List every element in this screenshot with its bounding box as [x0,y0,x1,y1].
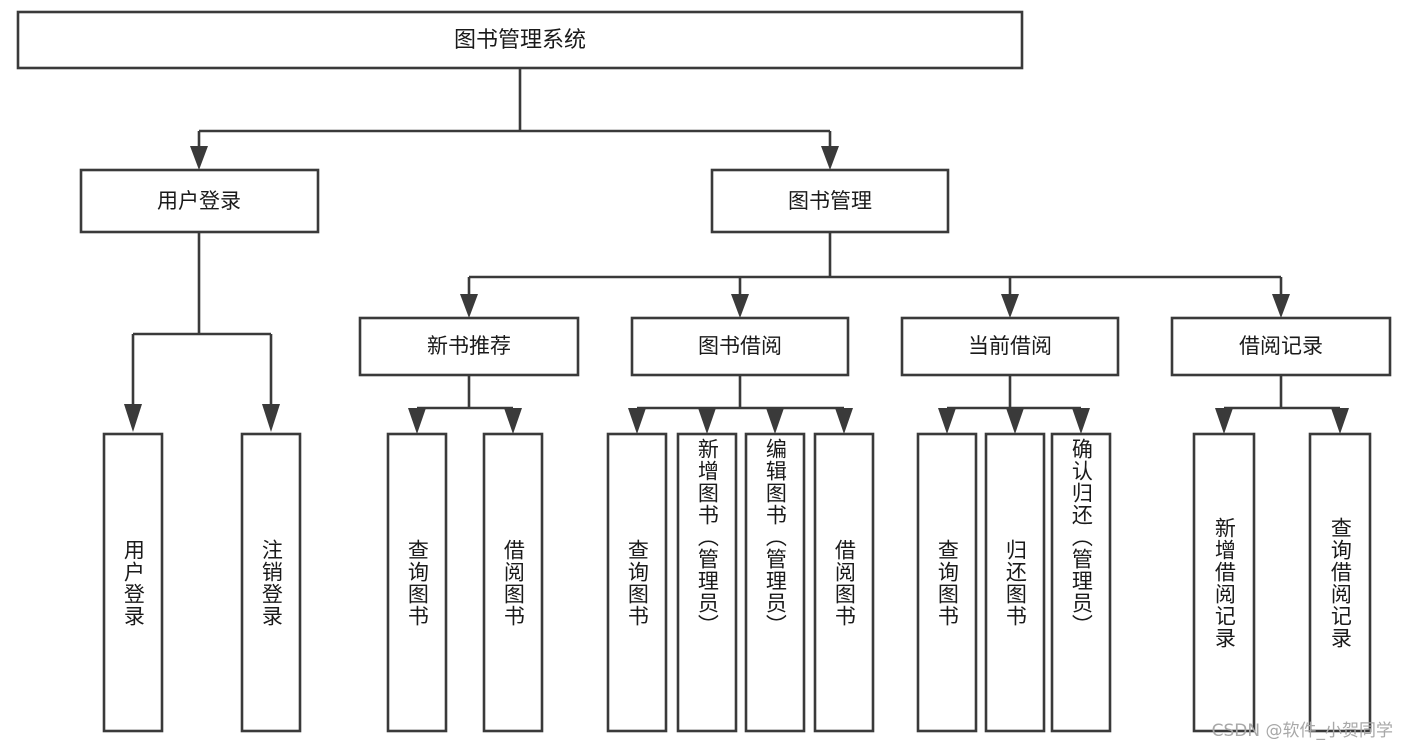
connector-group-root [190,68,839,170]
node-book-management[interactable]: 图书管理 [710,168,950,234]
leaf-box-query-book-current[interactable] [916,432,978,733]
leaf-box-edit-book-admin[interactable] [744,432,806,733]
node-borrow-record[interactable]: 借阅记录 [1170,316,1392,377]
connector-group-book-borrow [628,375,853,434]
node-new-book-recommend[interactable]: 新书推荐 [358,316,580,377]
arrow-head-icon [504,408,522,434]
node-new-book-recommend-box[interactable] [358,316,580,377]
connector-group-borrow-record [1215,375,1349,434]
leaf-box-add-borrow-record[interactable] [1192,432,1256,733]
arrow-head-icon [1215,408,1233,434]
node-user-login-label: 用户登录 [157,189,241,213]
node-book-borrow-label: 图书借阅 [698,334,782,358]
arrow-head-icon [731,294,749,318]
arrow-head-icon [124,404,142,432]
leaf-box-return-book[interactable] [984,432,1046,733]
leaf-box-confirm-return-admin[interactable] [1050,432,1112,733]
leaf-box-user-login[interactable] [102,432,164,733]
node-user-login[interactable]: 用户登录 [79,168,320,234]
leaf-box-group [102,432,1372,733]
node-current-borrow-label: 当前借阅 [968,334,1052,358]
connector-group-new-book-recommend [408,375,522,434]
node-root-box[interactable] [16,10,1024,70]
node-book-borrow-box[interactable] [630,316,850,377]
node-new-book-recommend-label: 新书推荐 [427,334,511,358]
arrow-head-icon [408,408,426,434]
node-current-borrow[interactable]: 当前借阅 [900,316,1120,377]
arrow-head-icon [835,408,853,434]
arrow-head-icon [1001,294,1019,318]
arrow-head-icon [698,408,716,434]
leaf-box-query-book-recommend[interactable] [386,432,448,733]
arrow-head-icon [460,294,478,318]
connector-group-book-management [460,232,1290,318]
arrow-head-icon [1331,408,1349,434]
leaf-box-query-book-borrow[interactable] [606,432,668,733]
arrow-head-icon [628,408,646,434]
node-borrow-record-box[interactable] [1170,316,1392,377]
node-borrow-record-label: 借阅记录 [1239,334,1323,358]
leaf-box-add-book-admin[interactable] [676,432,738,733]
node-root-label: 图书管理系统 [454,28,586,53]
node-current-borrow-box[interactable] [900,316,1120,377]
connector-group-current-borrow [938,375,1090,434]
node-user-login-box[interactable] [79,168,320,234]
node-book-management-label: 图书管理 [788,189,872,213]
node-book-management-box[interactable] [710,168,950,234]
arrow-head-icon [821,146,839,170]
connector-group-user-login [124,232,280,432]
arrow-head-icon [262,404,280,432]
arrow-head-icon [190,146,208,170]
arrow-head-icon [766,408,784,434]
arrow-head-icon [1006,408,1024,434]
leaf-box-borrow-book[interactable] [813,432,875,733]
leaf-box-logout[interactable] [240,432,302,733]
leaf-box-borrow-book-recommend[interactable] [482,432,544,733]
leaf-box-query-borrow-record[interactable] [1308,432,1372,733]
node-book-borrow[interactable]: 图书借阅 [630,316,850,377]
arrow-head-icon [1272,294,1290,318]
node-root[interactable]: 图书管理系统 [16,10,1024,70]
arrow-head-icon [1072,408,1090,434]
arrow-head-icon [938,408,956,434]
